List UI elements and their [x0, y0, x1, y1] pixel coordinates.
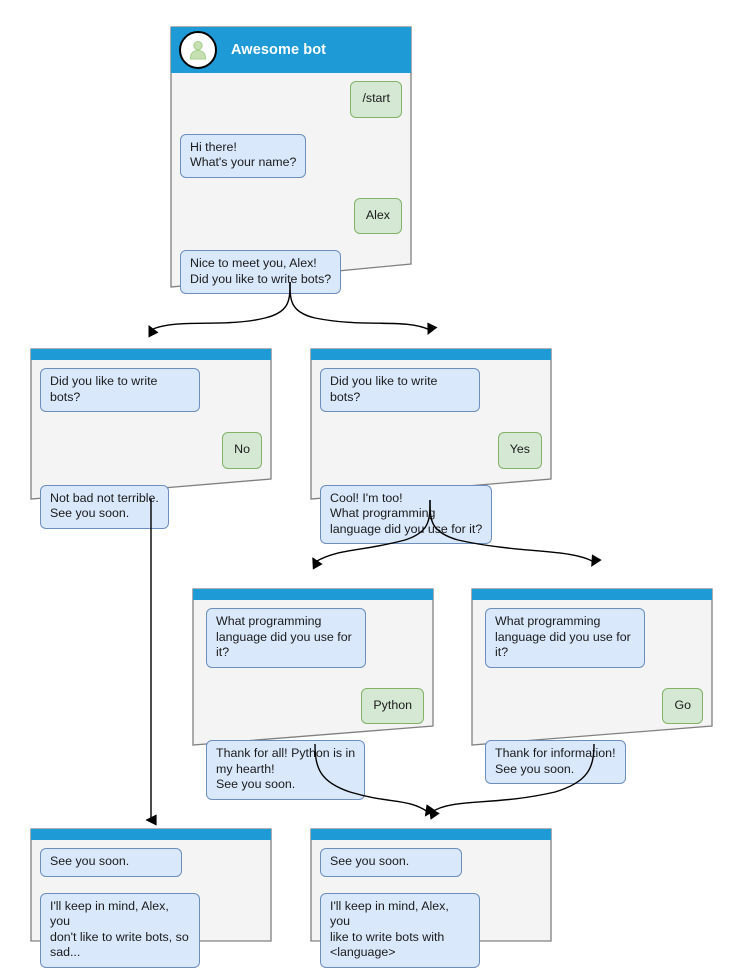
message-row: Did you like to write bots?: [320, 368, 542, 412]
card-yes-branch[interactable]: Did you like to write bots? Yes Cool! I'…: [310, 348, 552, 544]
message-row: What programming language did you use fo…: [485, 608, 703, 668]
card-yes-branch-chat: Did you like to write bots? Yes Cool! I'…: [310, 360, 552, 554]
message-row: Not bad not terrible. See you soon.: [40, 484, 262, 529]
person-avatar-icon: [179, 30, 217, 69]
message-row: No: [40, 432, 262, 469]
card-root[interactable]: Awesome bot /start Hi there! What's your…: [170, 26, 412, 294]
user-message-bubble: No: [222, 432, 262, 469]
message-row: /start: [180, 81, 402, 118]
message-row: I'll keep in mind, Alex, you don't like …: [40, 892, 262, 968]
bot-message-bubble: I'll keep in mind, Alex, you don't like …: [40, 892, 200, 968]
bot-message-bubble: Did you like to write bots?: [40, 368, 200, 412]
card-root-chat: /start Hi there! What's your name? Alex …: [170, 73, 412, 304]
bot-message-bubble: Not bad not terrible. See you soon.: [40, 484, 169, 529]
bot-message-bubble: I'll keep in mind, Alex, you like to wri…: [320, 892, 480, 968]
message-row: Alex: [180, 197, 402, 234]
user-message-bubble: /start: [350, 81, 402, 118]
message-row: See you soon.: [320, 848, 542, 877]
bot-message-bubble: Did you like to write bots?: [320, 368, 480, 412]
user-message-bubble: Go: [662, 687, 703, 724]
message-row: What programming language did you use fo…: [206, 608, 424, 668]
message-row: Python: [206, 687, 424, 724]
message-row: Nice to meet you, Alex! Did you like to …: [180, 250, 402, 294]
bot-message-bubble: What programming language did you use fo…: [206, 608, 366, 668]
card-no-branch-header: [30, 348, 272, 360]
bot-message-bubble: See you soon.: [320, 848, 462, 877]
card-go-branch[interactable]: What programming language did you use fo…: [471, 588, 713, 784]
card-root-header: Awesome bot: [170, 26, 412, 73]
card-python-branch-chat: What programming language did you use fo…: [192, 600, 434, 810]
card-no-branch-chat: Did you like to write bots? No Not bad n…: [30, 360, 272, 539]
card-end-no-chat: See you soon. I'll keep in mind, Alex, y…: [30, 840, 272, 978]
card-go-branch-chat: What programming language did you use fo…: [471, 600, 713, 794]
message-row: Thank for all! Python is in my hearth! S…: [206, 740, 424, 800]
message-row: See you soon.: [40, 848, 262, 877]
card-no-branch[interactable]: Did you like to write bots? No Not bad n…: [30, 348, 272, 529]
bot-message-bubble: Cool! I'm too! What programming language…: [320, 484, 493, 544]
card-yes-branch-header: [310, 348, 552, 360]
message-row: I'll keep in mind, Alex, you like to wri…: [320, 892, 542, 968]
message-row: Yes: [320, 432, 542, 469]
user-message-bubble: Alex: [353, 197, 402, 234]
message-row: Did you like to write bots?: [40, 368, 262, 412]
card-end-yes-header: [310, 828, 552, 840]
bot-name-label: Awesome bot: [231, 41, 327, 58]
person-glyph-icon: [189, 40, 207, 60]
message-row: Go: [485, 687, 703, 724]
card-end-yes[interactable]: See you soon. I'll keep in mind, Alex, y…: [310, 828, 552, 968]
user-message-bubble: Python: [361, 687, 424, 724]
card-go-branch-header: [471, 588, 713, 600]
card-end-no[interactable]: See you soon. I'll keep in mind, Alex, y…: [30, 828, 272, 968]
bot-message-bubble: Thank for all! Python is in my hearth! S…: [206, 740, 366, 800]
card-end-no-header: [30, 828, 272, 840]
bot-message-bubble: Nice to meet you, Alex! Did you like to …: [180, 250, 342, 294]
card-python-branch-header: [192, 588, 434, 600]
user-message-bubble: Yes: [497, 432, 542, 469]
bot-message-bubble: Hi there! What's your name?: [180, 133, 307, 178]
bot-message-bubble: What programming language did you use fo…: [485, 608, 645, 668]
message-row: Cool! I'm too! What programming language…: [320, 484, 542, 544]
message-row: Hi there! What's your name?: [180, 133, 402, 178]
card-python-branch[interactable]: What programming language did you use fo…: [192, 588, 434, 800]
bot-message-bubble: See you soon.: [40, 848, 182, 877]
bot-message-bubble: Thank for information! See you soon.: [485, 740, 626, 784]
card-end-yes-chat: See you soon. I'll keep in mind, Alex, y…: [310, 840, 552, 978]
message-row: Thank for information! See you soon.: [485, 740, 703, 784]
